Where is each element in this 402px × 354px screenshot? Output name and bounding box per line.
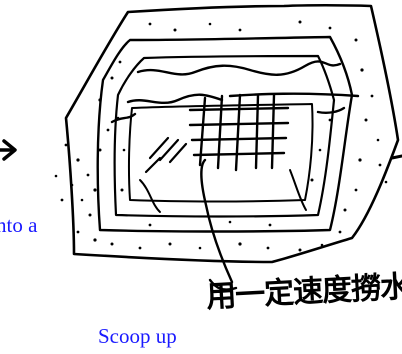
label-pointer-line [200, 158, 234, 284]
box-side-details [139, 169, 307, 213]
net-grid [188, 93, 290, 172]
arrow-right-icon [0, 139, 17, 161]
box-inner-wall [113, 54, 336, 218]
label-pointer-hook [208, 278, 238, 291]
outer-frame-outline [64, 3, 400, 264]
caption-scoop-up: Scoop up [98, 324, 177, 348]
water-wave-lines [110, 60, 360, 124]
hatch-marks [144, 136, 188, 174]
speckle-dots [54, 20, 388, 252]
box-rim-outline [96, 35, 354, 233]
caption-left-fragment: nto a [0, 213, 38, 237]
right-edge-dash [390, 154, 402, 160]
